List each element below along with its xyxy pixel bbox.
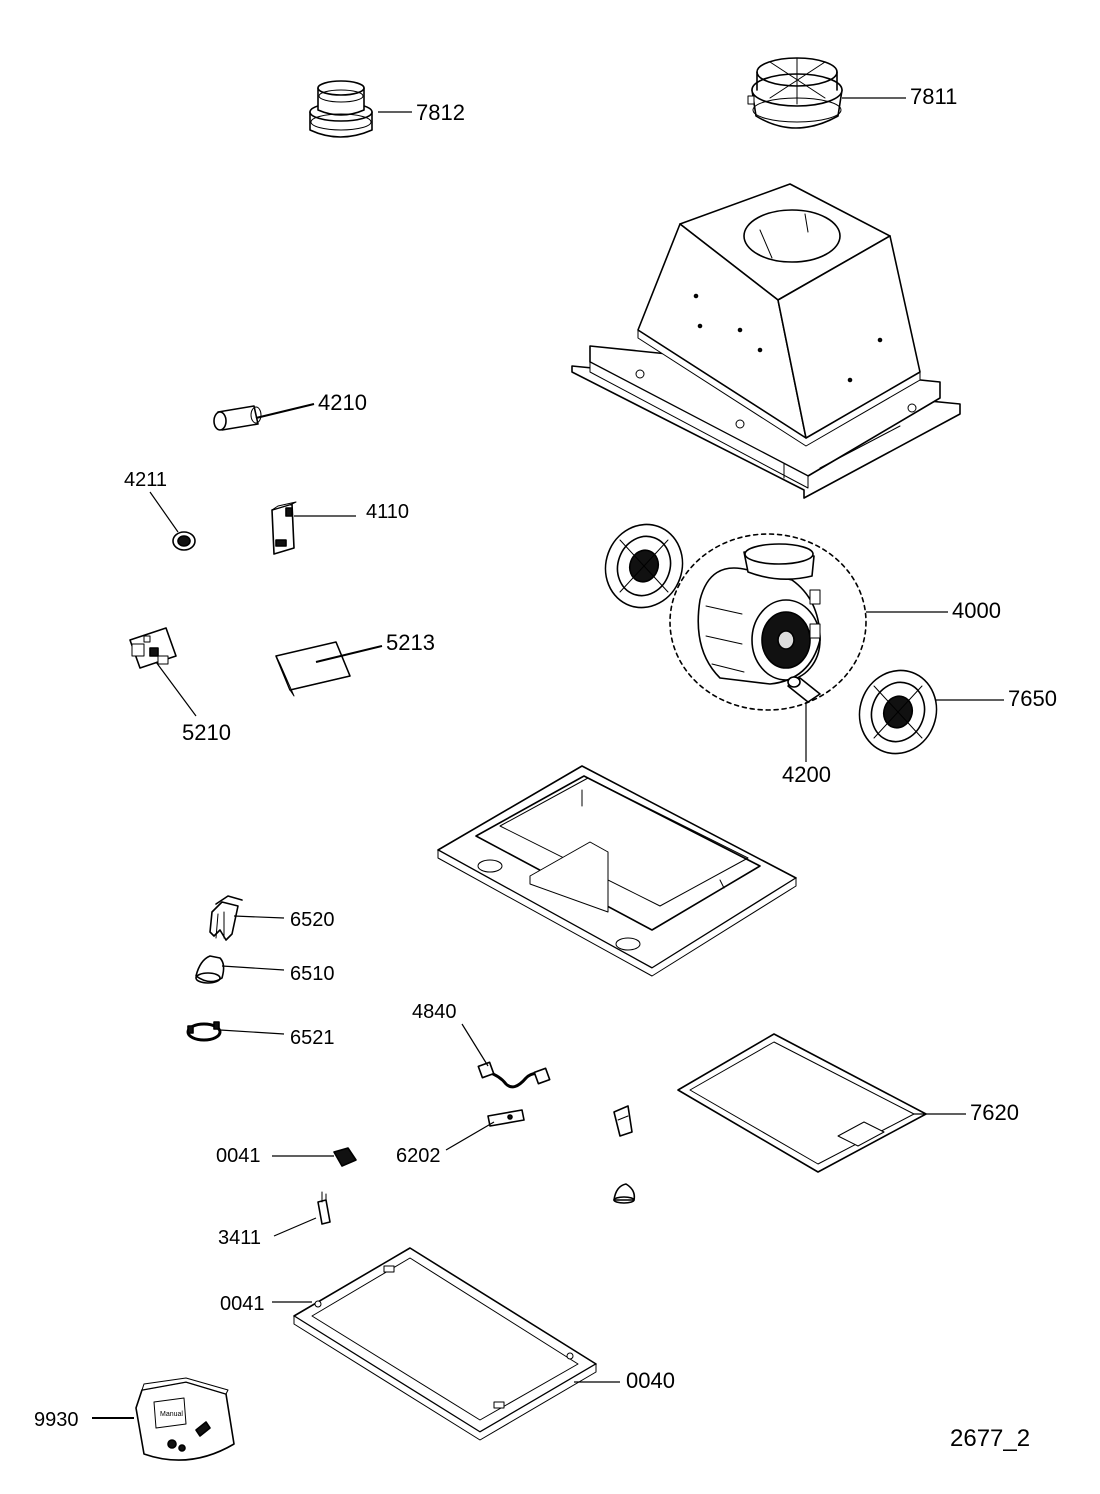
callout-4200: 4200 [782,762,831,787]
part-6202-connector [487,1109,525,1127]
manual-bag-label: Manual [160,1411,183,1418]
part-4211-grommet [172,531,196,551]
callout-4210: 4210 [318,390,367,415]
diagram-id: 2677_2 [950,1425,1030,1452]
part-lamp-socket [613,1105,633,1137]
callout-9930: 9930 [34,1409,79,1431]
part-9930-manual-bag: Manual [135,1377,235,1461]
part-5213-cover [275,641,351,697]
part-4200-capacitor [787,676,821,703]
part-lamp-cap [613,1183,636,1204]
part-bottom-frame [437,765,797,977]
part-4000-blower-motor [669,533,867,711]
part-6520-lamp-holder [209,895,243,941]
callout-6202: 6202 [396,1145,441,1167]
callout-0040: 0040 [626,1368,675,1393]
callout-4000: 4000 [952,598,1001,623]
callout-5213: 5213 [386,630,435,655]
callout-5210: 5210 [182,720,231,745]
part-7812-duct-adapter [309,80,373,138]
callout-4211: 4211 [124,469,167,491]
part-4210-capacitor [213,405,262,431]
part-7650-carbon-filter-left [604,523,684,609]
callout-7811: 7811 [910,84,957,109]
part-4110-switch-box [271,501,297,555]
callout-4110: 4110 [366,501,409,523]
callout-0041-panel: 0041 [220,1293,265,1315]
part-0041-clip [333,1147,357,1167]
part-7620-grease-filter [677,1033,927,1173]
callout-3411: 3411 [218,1227,261,1249]
part-4840-cable [477,1061,551,1089]
part-0040-bottom-panel [293,1247,597,1441]
callout-6521: 6521 [290,1027,335,1049]
part-6510-lamp [195,955,225,984]
part-7811-damper-connector [747,57,843,129]
part-hood-body [571,183,961,499]
callout-0041-clip: 0041 [216,1145,261,1167]
callout-7812: 7812 [416,100,465,125]
part-7650-carbon-filter-right [858,669,938,755]
part-3411-pin [317,1191,331,1225]
part-6521-lamp-ring [186,1021,222,1042]
callout-7620: 7620 [970,1100,1019,1125]
callout-6510: 6510 [290,963,335,985]
callout-7650: 7650 [1008,686,1057,711]
part-5210-control-board [129,627,177,669]
callout-4840: 4840 [412,1001,457,1023]
callout-6520: 6520 [290,909,335,931]
